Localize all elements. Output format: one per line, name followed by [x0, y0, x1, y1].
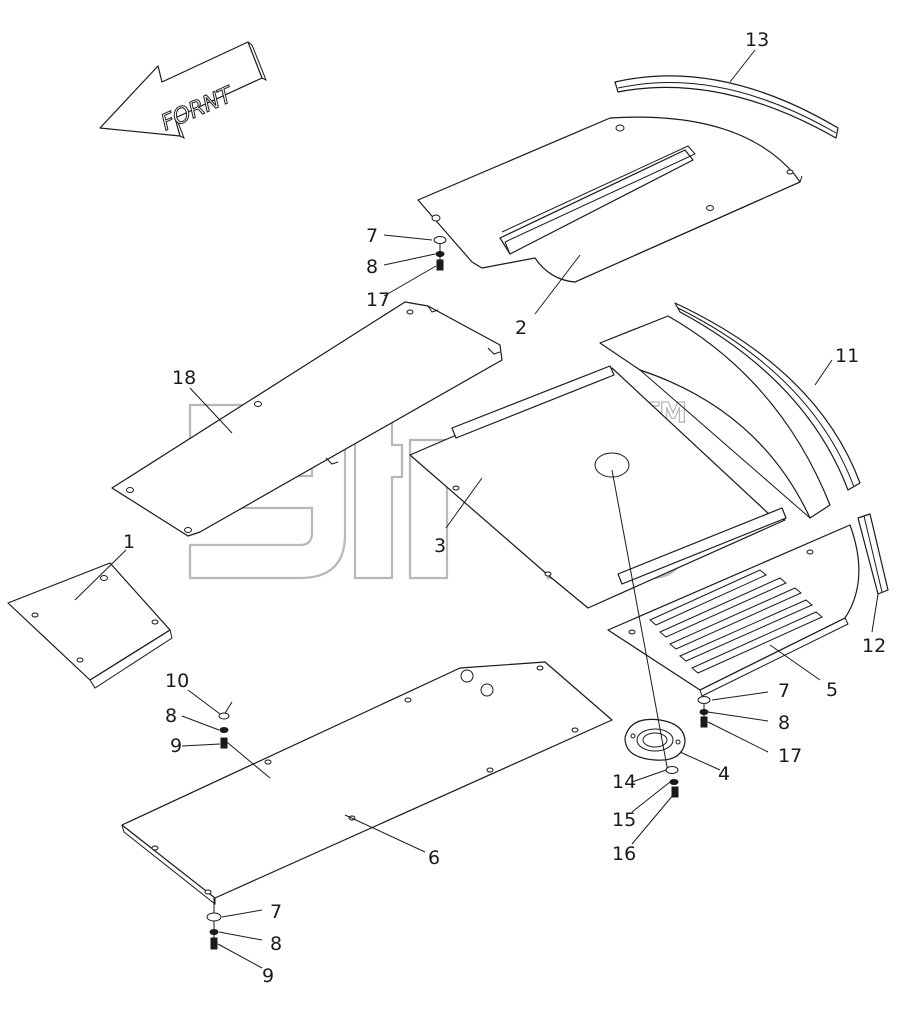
callout-17a: 17	[366, 289, 390, 311]
callout-7c: 7	[270, 901, 282, 923]
grille-slots	[649, 569, 823, 674]
callout-9b: 9	[262, 965, 274, 987]
front-direction-arrow: FORNT	[99, 41, 267, 140]
callout-14: 14	[612, 771, 636, 793]
bolt-17-right	[700, 716, 708, 728]
bolt-9-bottom	[210, 937, 218, 950]
callout-8d: 8	[270, 933, 282, 955]
washer-10-left	[218, 712, 230, 720]
callout-13: 13	[745, 29, 769, 51]
callout-1: 1	[123, 531, 135, 553]
part-5-grille-panel	[607, 524, 860, 697]
part-4-flange	[624, 718, 686, 761]
callout-3: 3	[434, 535, 446, 557]
washer-7-upper	[433, 236, 447, 244]
callout-2: 2	[515, 317, 527, 339]
bolt-16	[671, 786, 679, 798]
part-11-curved-trim	[674, 302, 861, 491]
callout-17b: 17	[778, 745, 802, 767]
bolt-9-left	[220, 737, 228, 749]
part-18-sheet-panel	[111, 301, 503, 537]
lockwasher-15	[669, 779, 679, 785]
callout-12: 12	[862, 635, 886, 657]
callout-15: 15	[612, 809, 636, 831]
callout-8c: 8	[165, 705, 177, 727]
callout-9a: 9	[170, 735, 182, 757]
callout-6: 6	[428, 847, 440, 869]
part-12-bracket	[857, 513, 889, 595]
lockwasher-8-bottom	[209, 929, 219, 935]
fasteners	[206, 236, 711, 950]
part-6-bottom-plate	[121, 661, 613, 906]
lockwasher-8-right	[699, 709, 709, 715]
bolt-17-upper	[436, 259, 444, 271]
callout-16: 16	[612, 843, 636, 865]
callout-18: 18	[172, 367, 196, 389]
part-3-floor-panel	[409, 315, 831, 609]
callout-leaders	[74, 49, 879, 969]
washer-14	[665, 766, 679, 774]
part-2-upper-cover-panel	[417, 116, 803, 283]
part-1-small-plate	[7, 562, 173, 689]
callout-11: 11	[835, 345, 859, 367]
callout-8a: 8	[366, 256, 378, 278]
callout-10: 10	[165, 670, 189, 692]
callout-4: 4	[718, 763, 730, 785]
callout-5: 5	[826, 679, 838, 701]
lockwasher-8-upper	[435, 251, 445, 257]
callout-8b: 8	[778, 712, 790, 734]
washer-7-right	[697, 696, 711, 704]
callout-7a: 7	[366, 225, 378, 247]
callout-7b: 7	[778, 680, 790, 702]
washer-7-bottom	[206, 912, 222, 922]
lockwasher-8-left	[219, 727, 229, 733]
part-13-trim-strip	[614, 75, 839, 139]
callout-numbers: 1 2 3 4 5 6 7 7 7 8 8 8 8 9 9 10 11 12 1…	[123, 29, 886, 987]
